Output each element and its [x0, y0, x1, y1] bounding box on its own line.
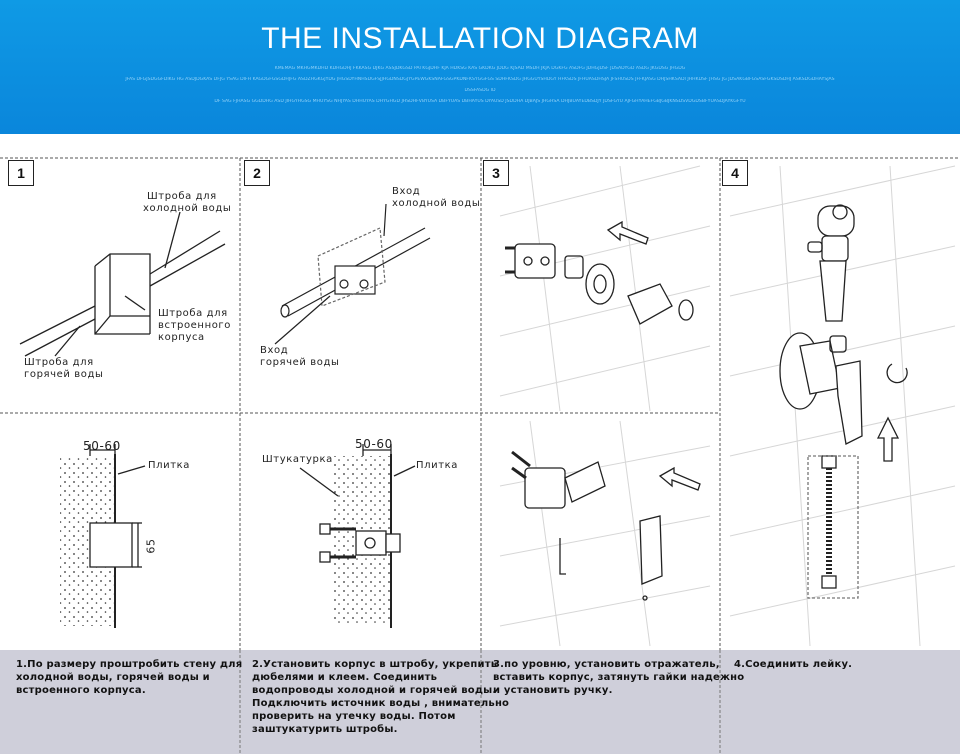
step-1-wall-chase-drawing: [19, 211, 226, 357]
label-cold-inlet: Вход: [392, 186, 421, 197]
step-3-caption: 3.по уровню, установить отражатель, вста…: [493, 659, 745, 696]
label-body-chase: Штроба для: [158, 308, 228, 319]
label-hot-inlet: Вход: [260, 345, 289, 356]
step-2-wall-section-drawing: [299, 444, 416, 628]
step-2-pipe-drawing: [274, 203, 431, 345]
label-hot-inlet: горячей воды: [260, 357, 340, 368]
step-4-caption: 4.Соединить лейку.: [734, 659, 853, 670]
diagram-grid: [0, 157, 960, 754]
label-cold-chase: холодной воды: [143, 203, 232, 214]
dimension-depth: 50-60: [355, 437, 393, 451]
dimension-depth: 50-60: [83, 439, 121, 453]
label-hot-chase: Штроба для: [24, 357, 94, 368]
label-tile: Плитка: [148, 460, 191, 471]
step-4-sprayer-drawing: [729, 165, 956, 647]
label-tile: Плитка: [416, 460, 459, 471]
header-banner: THE INSTALLATION DIAGRAM KMEMAG MKHGMKDH…: [0, 0, 960, 134]
header-fine-print: DF SAG FJHASG GGDDHG ASD JIHGYHGSG MHUYS…: [214, 99, 746, 104]
label-body-chase: встроенного: [158, 320, 232, 331]
step-1-caption: 1.По размеру проштробить стену для холод…: [16, 659, 243, 696]
step-1-number: 1: [8, 160, 34, 186]
label-cold-chase: Штроба для: [147, 191, 217, 202]
installation-diagram: 1 Штроба для холодной воды Штроба для вс…: [0, 156, 960, 754]
step-1-wall-section-drawing: [60, 444, 146, 628]
label-cold-inlet: холодной воды: [392, 198, 481, 209]
step-3-assembly-drawing: [499, 165, 711, 647]
label-body-chase: корпуса: [158, 332, 205, 343]
label-hot-chase: горячей воды: [24, 369, 104, 380]
header-fine-print: DSSFASDG ID: [464, 88, 496, 93]
label-plaster: Штукатурка: [262, 454, 333, 465]
step-3-number: 3: [483, 160, 509, 186]
step-4-number: 4: [722, 160, 748, 186]
header-fine-print: JFAS DFGJSDGGFDIKG HG ASDJDGKAS DFJG YSA…: [125, 77, 835, 82]
page-title: THE INSTALLATION DIAGRAM: [261, 22, 699, 55]
step-2-number: 2: [244, 160, 270, 186]
header-fine-print: KMEMAG MKHGMKDHD KDHGDHJ FKKASG DJKG ASS…: [274, 66, 686, 71]
step-2-caption: 2.Установить корпус в штробу, укрепить д…: [252, 659, 510, 735]
